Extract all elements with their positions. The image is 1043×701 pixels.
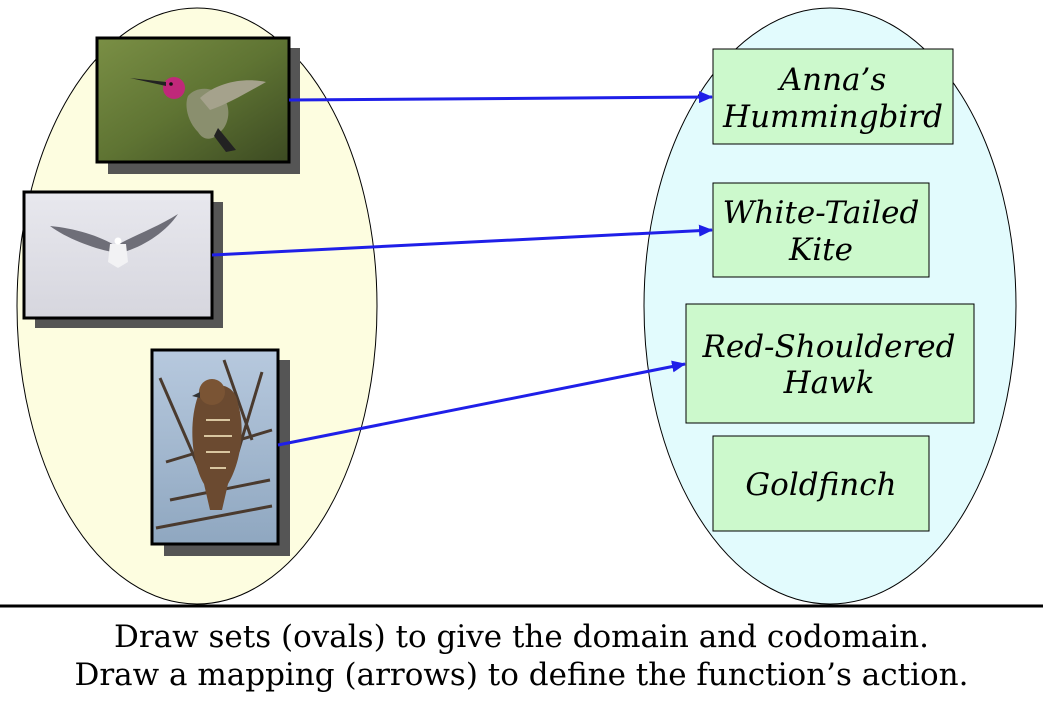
label-box-red-shouldered-hawk: Red-Shouldered Hawk <box>685 303 975 424</box>
label-hawk-line1: Red-Shouldered <box>702 329 956 365</box>
arrow-hawk <box>277 360 686 447</box>
label-hawk-line2: Hawk <box>783 365 875 401</box>
hawk-photo <box>150 348 290 556</box>
label-kite-line1: White-Tailed <box>723 195 920 231</box>
hummingbird-icon <box>130 77 266 152</box>
hummingbird-photo <box>95 36 300 174</box>
label-annas-line2: Hummingbird <box>722 99 943 135</box>
arrow-kite <box>211 224 713 257</box>
label-annas-line1: Anna’s <box>777 62 887 98</box>
caption-line-2: Draw a mapping (arrows) to define the fu… <box>74 657 969 693</box>
label-kite-line2: Kite <box>788 232 853 268</box>
hawk-icon <box>155 359 273 530</box>
label-goldfinch: Goldfinch <box>745 467 896 503</box>
kite-icon <box>50 214 178 268</box>
arrow-hummingbird <box>288 91 713 104</box>
label-box-goldfinch: Goldfinch <box>712 435 930 532</box>
caption-line-1: Draw sets (ovals) to give the domain and… <box>113 619 930 655</box>
label-box-annas-hummingbird: Anna’s Hummingbird <box>712 48 954 145</box>
label-box-white-tailed-kite: White-Tailed Kite <box>712 182 930 278</box>
kite-photo <box>22 190 223 328</box>
